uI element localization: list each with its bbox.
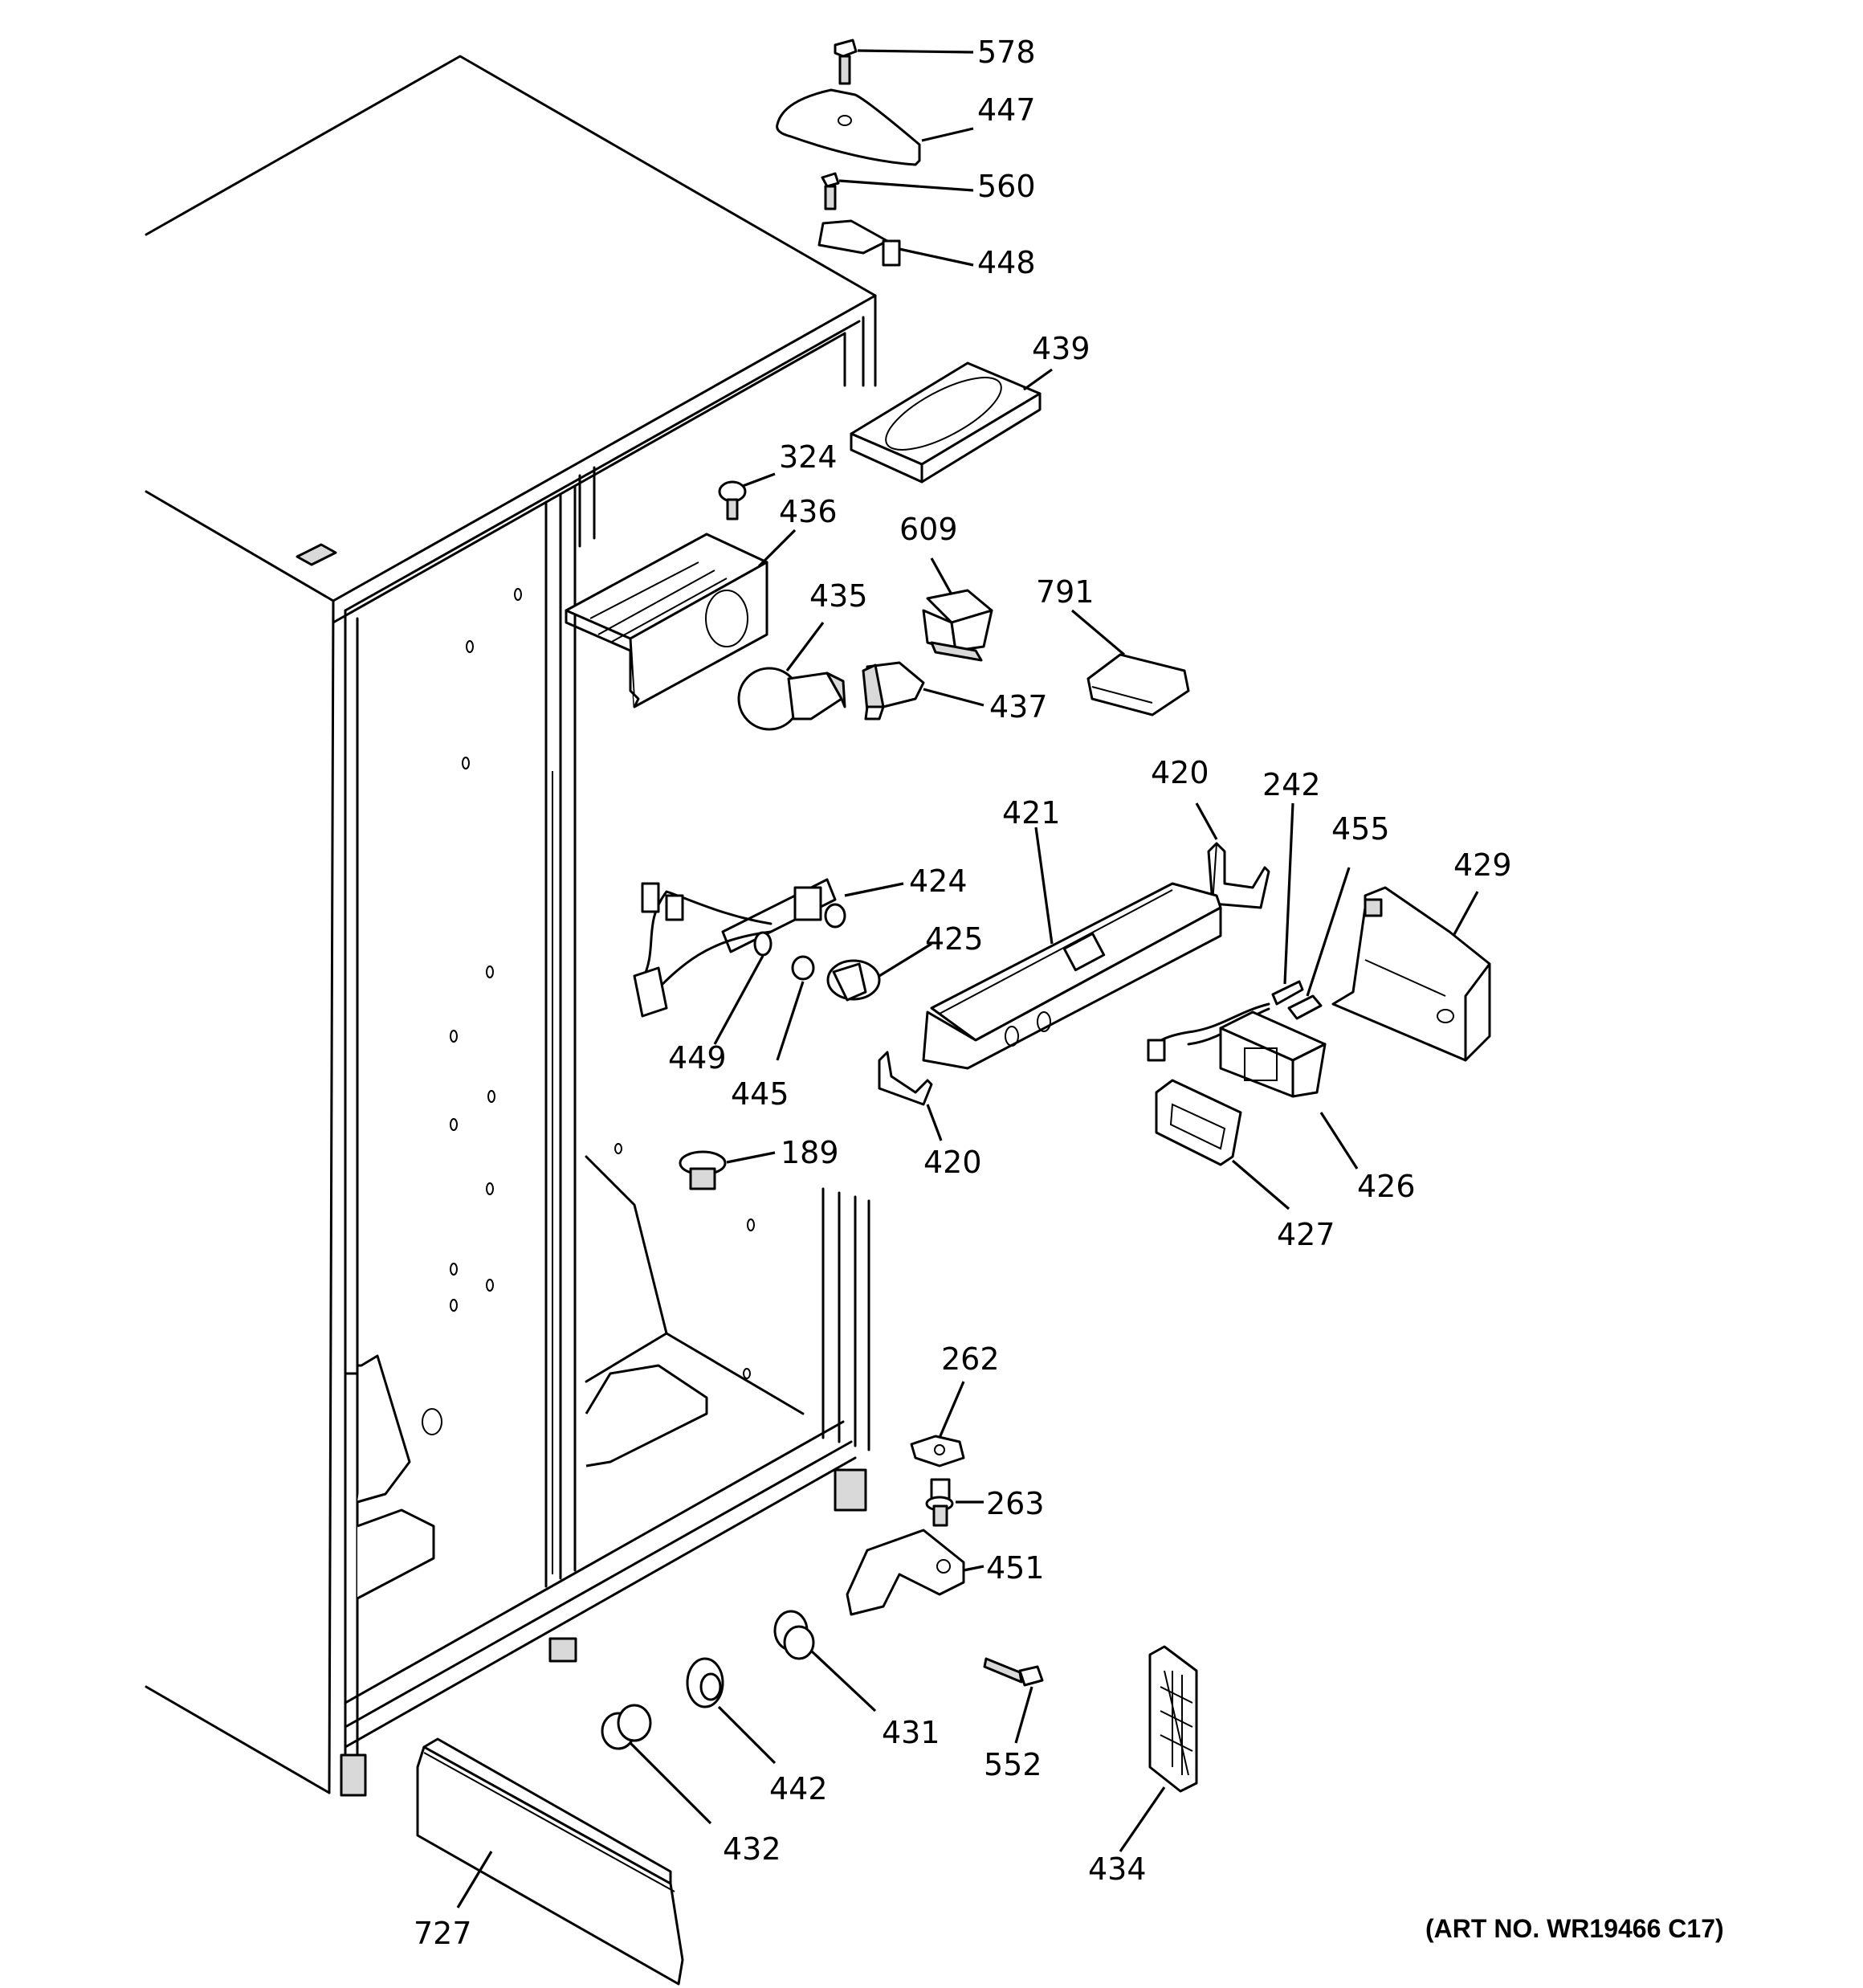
part-number-labels: 578 447 560 448 439 324 436 609 435 791 …: [414, 35, 1512, 1951]
label-560: 560: [977, 169, 1036, 204]
label-324: 324: [779, 439, 838, 475]
part-324-push-pin[interactable]: [718, 480, 747, 520]
refrigerator-cabinet: [145, 55, 877, 1797]
part-451-bottom-hinge[interactable]: [846, 1529, 965, 1616]
part-424-control-assembly[interactable]: [633, 878, 846, 1018]
label-436: 436: [779, 494, 838, 529]
part-432-bushing[interactable]: [601, 1704, 652, 1750]
label-435: 435: [809, 578, 868, 614]
art-number: (ART NO. WR19466 C17): [1425, 1914, 1724, 1943]
label-791: 791: [1036, 574, 1095, 610]
label-727: 727: [414, 1916, 472, 1951]
label-455: 455: [1331, 811, 1390, 847]
label-449: 449: [668, 1040, 727, 1076]
label-189: 189: [781, 1135, 839, 1170]
part-442-washer[interactable]: [686, 1657, 724, 1708]
part-449-shaft[interactable]: [753, 931, 773, 957]
part-420-lower-bracket[interactable]: [878, 1051, 933, 1106]
label-609: 609: [899, 512, 958, 547]
part-437-socket[interactable]: [862, 661, 925, 720]
part-447-hinge-cover[interactable]: [776, 88, 921, 166]
part-263-pin[interactable]: [925, 1478, 954, 1527]
label-242: 242: [1262, 767, 1321, 802]
label-427: 427: [1277, 1217, 1335, 1252]
part-435-light-bulb[interactable]: [737, 667, 846, 731]
part-421-control-housing[interactable]: [922, 882, 1222, 1070]
leader-lines: [456, 49, 1479, 1908]
part-425-knob[interactable]: [826, 959, 881, 1002]
part-578-screw[interactable]: [834, 39, 858, 85]
part-448-hinge[interactable]: [817, 219, 901, 267]
part-445-bushing[interactable]: [791, 955, 815, 981]
label-434: 434: [1088, 1851, 1147, 1887]
label-442: 442: [769, 1771, 828, 1806]
label-578: 578: [977, 35, 1036, 70]
part-439-light-shield[interactable]: [850, 361, 1042, 484]
part-427-bezel[interactable]: [1155, 1079, 1242, 1166]
cabinet-holes: [422, 588, 755, 1435]
label-439: 439: [1032, 331, 1090, 366]
label-420-upper: 420: [1151, 755, 1209, 790]
label-445: 445: [731, 1076, 789, 1112]
part-431-bushing[interactable]: [773, 1610, 815, 1660]
label-421: 421: [1002, 795, 1061, 831]
part-242-thermistor[interactable]: [1271, 980, 1304, 1006]
label-426: 426: [1357, 1169, 1416, 1204]
label-262: 262: [941, 1341, 1000, 1377]
part-189-plug[interactable]: [679, 1150, 727, 1190]
part-609-switch[interactable]: [922, 589, 993, 662]
part-455-clip[interactable]: [1287, 994, 1323, 1020]
part-560-screw[interactable]: [821, 172, 840, 210]
label-429: 429: [1453, 847, 1512, 883]
label-424: 424: [909, 863, 968, 899]
part-436-light-housing[interactable]: [565, 533, 768, 708]
label-263: 263: [986, 1486, 1045, 1521]
part-727-kickplate[interactable]: [416, 1737, 684, 1986]
label-451: 451: [986, 1550, 1045, 1586]
label-437: 437: [989, 689, 1048, 725]
label-447: 447: [977, 92, 1036, 128]
label-432: 432: [723, 1831, 781, 1867]
part-429-control-box[interactable]: [1331, 886, 1491, 1062]
label-448: 448: [977, 245, 1036, 280]
part-262-cam[interactable]: [910, 1435, 965, 1468]
label-552: 552: [984, 1747, 1042, 1782]
part-434-grille[interactable]: [1148, 1645, 1198, 1793]
label-425: 425: [925, 921, 984, 957]
label-431: 431: [882, 1715, 940, 1750]
part-552-screw[interactable]: [983, 1657, 1044, 1687]
part-426-display-module[interactable]: [1147, 1002, 1327, 1098]
label-420-lower: 420: [923, 1145, 982, 1180]
part-791-cover[interactable]: [1086, 653, 1190, 716]
